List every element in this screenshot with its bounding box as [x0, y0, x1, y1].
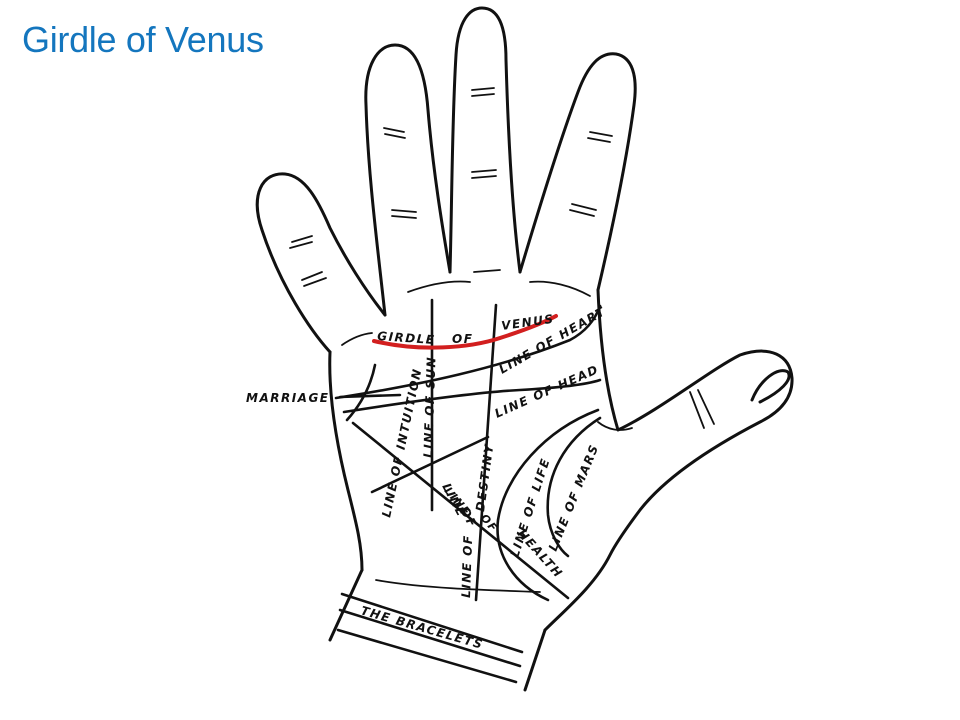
label-destiny-bottom: LINE OF [459, 534, 475, 598]
line-of-head [342, 378, 602, 414]
bracelet-line-1 [340, 592, 524, 654]
ring-finger-outline [364, 43, 452, 317]
thumbnail-outline [750, 369, 791, 404]
palm-lines [334, 298, 602, 684]
line-of-mars [546, 416, 602, 558]
label-the-bracelets: THE BRACELETS [359, 603, 485, 651]
little-finger-outline [255, 172, 387, 354]
line-of-health [351, 421, 570, 600]
palm-left-outline [328, 350, 364, 572]
index-finger-outline [518, 52, 637, 292]
bracelet-line-2 [338, 608, 522, 668]
label-girdle: GIRDLE [377, 329, 436, 347]
line-of-heart [334, 304, 602, 400]
girdle-of-venus-highlight [372, 314, 558, 350]
line-labels: GIRDLE OF VENUS LINE OF HEART LINE OF HE… [246, 304, 608, 652]
hand-outline [255, 6, 794, 692]
label-line-of-mars: LINE OF MARS [546, 442, 602, 553]
middle-finger-outline [448, 6, 522, 274]
line-of-life [496, 408, 600, 602]
wrist-right-outline [523, 628, 547, 692]
label-marriage: MARRIAGE [246, 391, 330, 405]
slide-title: Girdle of Venus [22, 19, 264, 60]
finger-creases [289, 87, 715, 593]
line-of-intuition [345, 363, 377, 422]
intuition-crossline [370, 435, 490, 494]
label-destiny: DESTINY [473, 442, 496, 512]
wrist-left-outline [328, 568, 364, 642]
bracelet-line-3 [336, 628, 518, 684]
label-of: OF [452, 332, 473, 346]
line-of-destiny [474, 303, 498, 602]
marriage-line [338, 393, 402, 399]
label-line-of-sun: LINE OF SUN [421, 356, 439, 458]
